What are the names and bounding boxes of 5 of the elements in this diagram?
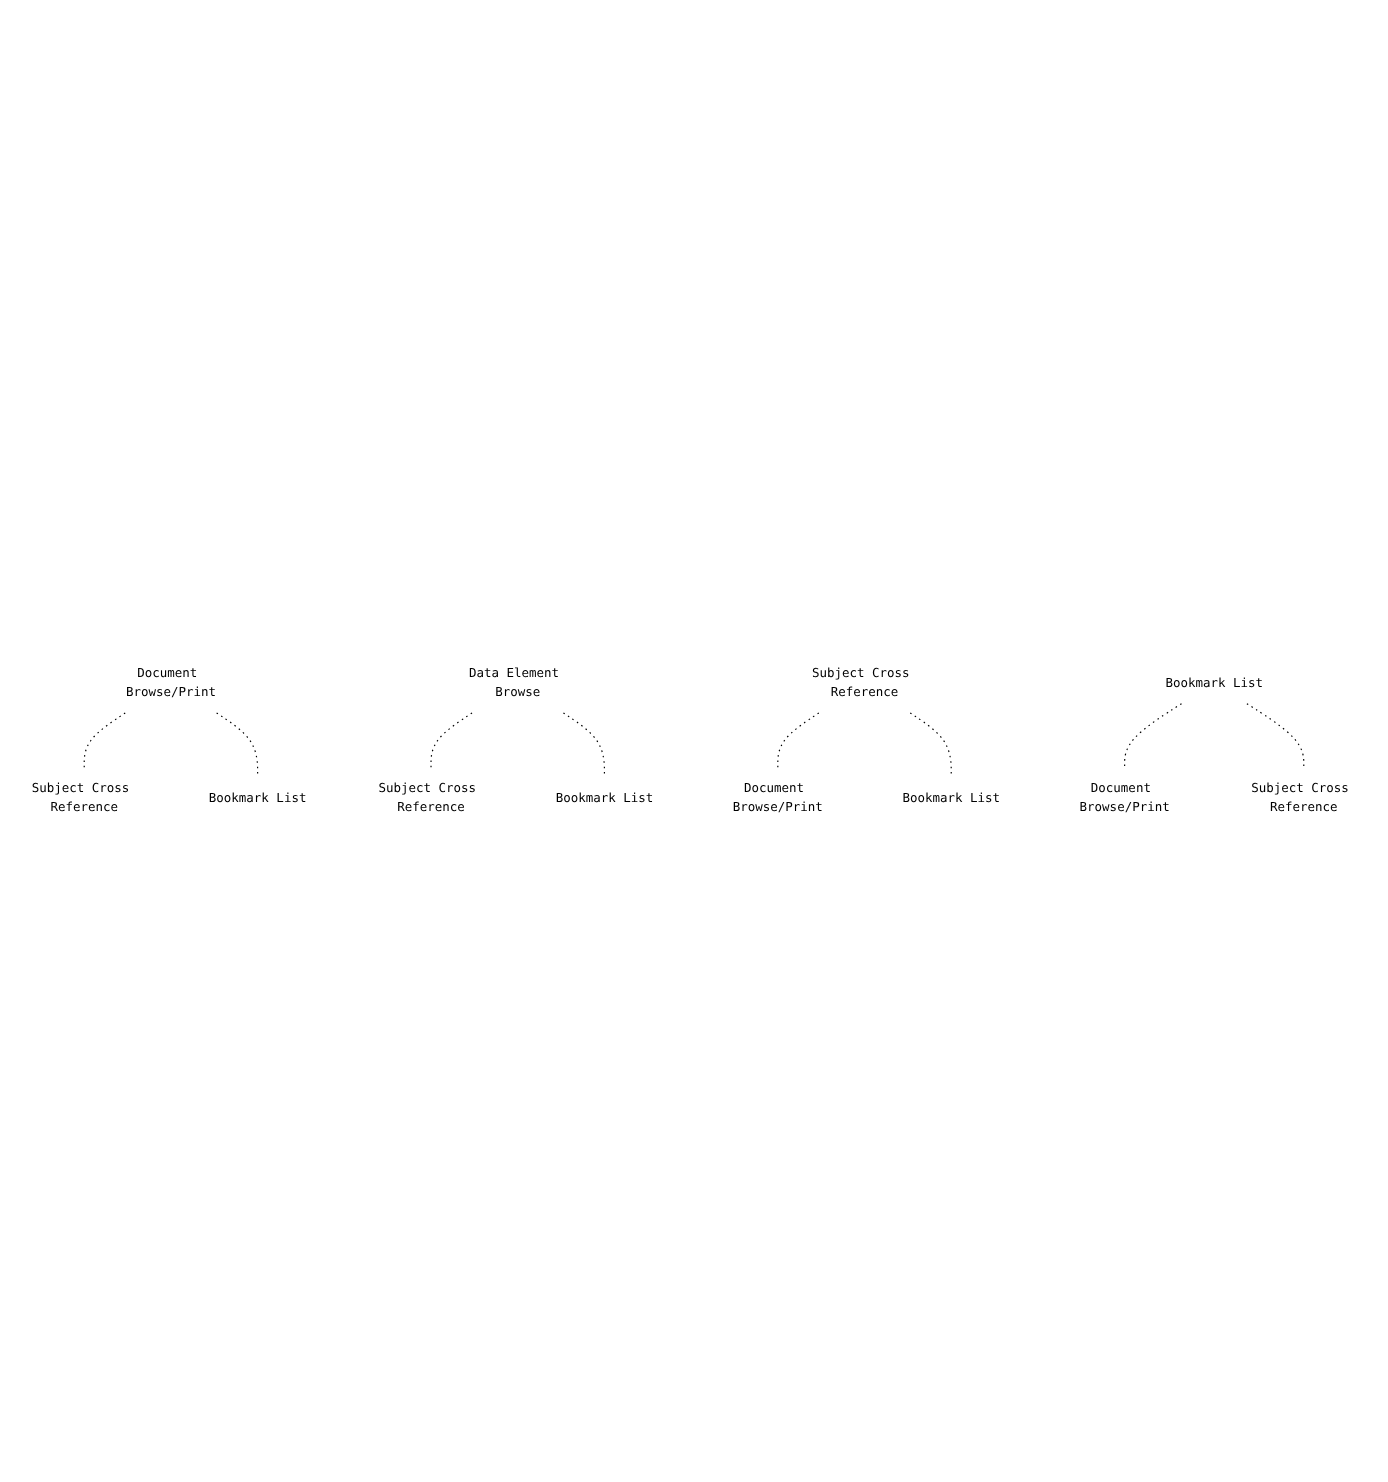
- connector: [1246, 703, 1305, 769]
- connector: [430, 713, 473, 769]
- connector: [777, 713, 820, 769]
- connector: [1124, 703, 1183, 769]
- connector: [83, 713, 126, 769]
